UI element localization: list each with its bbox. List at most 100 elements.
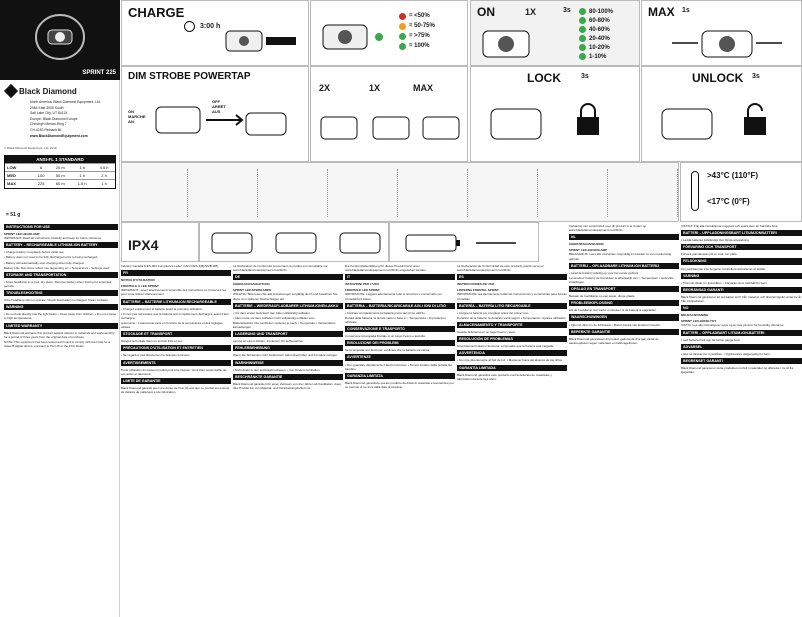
section-bar: BEPERKTE GARANTIE	[569, 328, 679, 335]
brightness-level-text: 80-100%	[589, 8, 614, 15]
section-bar: TROUBLESHOOTING	[4, 290, 118, 297]
strip-step	[338, 169, 398, 217]
brightness-level-row: 1-10%	[579, 52, 613, 61]
max-panel: MAX 1s	[641, 0, 802, 66]
temp-high: >43°C (110°F)	[707, 171, 759, 180]
temperature-panel: >43°C (110°F) <17°C (0°F)	[680, 162, 802, 222]
brightness-levels: 80-100%60-80%40-60%20-40%10-20%1-10%	[579, 7, 613, 61]
paragraph: • Akku muss vor dem Aufladen nicht volls…	[233, 315, 316, 320]
brightness-level-row: 80-100%	[579, 7, 613, 16]
charge-time: 3:00 h	[200, 23, 221, 30]
paragraph: Förvara pannlampan på en sval, torr plat…	[681, 252, 738, 257]
unlock-headlamp-icon	[661, 103, 766, 140]
section-heading: NOTICE D'UTILISATION	[121, 278, 155, 283]
level-led-icon	[579, 17, 586, 24]
section-bar: BATERÍA – BATERÍA LITIO RECARGABLE	[457, 302, 567, 309]
section-heading: FRONTALE LED SPRINT	[345, 288, 380, 293]
paragraph: • Charge battery completely before initi…	[4, 250, 65, 255]
paragraph: Die Konformitätserklärung für dieses Pro…	[345, 264, 427, 273]
address-block: North America: Black Diamond Equipment, …	[30, 100, 116, 139]
section-bar: FEHLERBEHEBUNG	[233, 345, 343, 352]
section-bar: BATTERIA – BATTERIA RICARICABILE AGLI IO…	[345, 302, 455, 309]
caption-line: OFF	[212, 99, 220, 104]
section-bar: LIMITE DE GARANTIE	[121, 377, 231, 384]
level-led-icon	[579, 26, 586, 33]
ansi-cell-time: 4.5 h	[93, 163, 115, 172]
paragraph: If the headlamp will not operate: Check …	[4, 298, 109, 303]
address-line: Europe: Black Diamond Europe	[30, 116, 78, 121]
battery-level-text: = <50%	[409, 13, 430, 19]
paragraph: • Ikke se direkte inn i lysstrålen. • Op…	[681, 351, 771, 356]
brand-logo: Black Diamond	[3, 83, 77, 99]
charging-headlamp-icon	[225, 30, 296, 52]
battery-level-list: = <50%= 50-75%= >75%= 100%	[399, 11, 435, 51]
battery-level-row: = >75%	[399, 31, 435, 41]
battery-level-row: = 50-75%	[399, 21, 435, 31]
section-bar: STORAGE AND TRANSPORTATION	[4, 271, 118, 278]
paragraph: Wenn die Stirnlampe nicht funktioniert: …	[233, 353, 338, 358]
section-bar: IT	[345, 274, 455, 281]
section-bar: BATTERIE – WIEDERAUFLADBARER LITHIUM-ION…	[233, 302, 343, 309]
section-bar: BESCHRÄNKTE GARANTIE	[233, 373, 343, 380]
paragraph: Rangez la frontale dans un endroit frais…	[121, 339, 184, 344]
hold-time: 3s	[563, 7, 571, 14]
paragraph: • Nicht direkt in den Lichtstrahl schaue…	[233, 367, 321, 372]
paragraph: Black Diamond warrants this product agai…	[4, 330, 115, 339]
max-headlamp-icon	[672, 30, 782, 58]
paragraph: Om pannlampan inte fungerar: kontrollera…	[681, 266, 766, 271]
paragraph: • Do not look directly into the light be…	[4, 312, 117, 321]
paragraph: WICHTIG: Bitte lesen Sie alle Anweisunge…	[233, 292, 338, 301]
section-bar: GARANTÍA LIMITADA	[457, 364, 567, 371]
paragraph: Black Diamond garanterer dette produktet…	[681, 365, 794, 375]
paragraph: Black Diamond garantisce questo prodotto…	[345, 380, 454, 389]
strip-step	[268, 169, 328, 217]
section-bar: VARNING	[681, 272, 802, 279]
paragraph: NOTE: This equipment has been tested and…	[4, 339, 111, 348]
section-bar: AVVERTENZE	[345, 354, 455, 361]
ansi-cell-time: 2 h	[93, 171, 115, 180]
paragraph: • Ladda batteriet fullständigt före förs…	[681, 238, 750, 243]
paragraph: IMPORTANT : Lisez attentivement l'ensemb…	[121, 288, 227, 297]
unlock-panel: UNLOCK 3s	[641, 66, 802, 162]
paragraph: • Lad batteriet helt opp før første gang…	[681, 337, 741, 342]
paragraph: • Caricare completamente la batteria pri…	[345, 310, 426, 315]
dim-strobe-label: DIM STROBE POWERTAP	[128, 71, 251, 82]
brand-name: Black Diamond	[19, 86, 77, 96]
section-bar: CONSERVAZIONE E TRASPORTO	[345, 326, 455, 333]
section-bar: FR	[121, 270, 231, 277]
paragraph: • Ne regardez pas directement le faiscea…	[121, 353, 191, 358]
sequence-headlamp-icon	[320, 116, 460, 140]
paragraph: Black Diamond garanterar att produkten ä…	[681, 294, 802, 304]
ansi-cell-mode: MED	[5, 171, 33, 180]
paragraph: VIKTIGT: Följ alla instruktioner noggran…	[681, 224, 779, 228]
paragraph: Autonomie : L'autonomie varie en fonctio…	[121, 320, 223, 330]
section-bar: PRÉCAUTIONS D'UTILISATION ET ENTRETIEN	[121, 345, 231, 352]
level-led-icon	[579, 8, 586, 15]
section-bar: WARNING	[4, 304, 118, 311]
battery-panel: = <50%= 50-75%= >75%= 100%	[310, 0, 468, 66]
section-bar: WARNHINWEISE	[233, 359, 343, 366]
clock-icon	[184, 21, 195, 32]
section-heading: SPRINT LED-STIRNLAMPE	[233, 288, 272, 293]
paragraph: • Il n'est pas nécessaire que la batteri…	[121, 311, 229, 320]
paragraph: VIKTIG: Les alle instruksjoner nøye og t…	[681, 323, 785, 328]
section-bar: STOCKAGE ET TRANSPORT	[121, 331, 231, 338]
section-heading: SPRINT LED HEADLAMP	[4, 232, 40, 237]
off-caption: OFF ARRÊT AUS	[212, 99, 226, 114]
product-name: SPRINT 225	[82, 70, 116, 76]
battery-led-icon	[399, 32, 406, 40]
paragraph: La Déclaration de Conformité concernant …	[233, 264, 328, 273]
paragraph: • No mire directamente al haz de luz. • …	[457, 358, 563, 363]
paragraph: Industry Canada ICES-003 Compliance Labe…	[121, 264, 219, 268]
strip-step	[618, 169, 678, 217]
caption-line: ARRÊT	[212, 104, 226, 109]
section-bar: INSTRUCTIONS FOR USE	[4, 224, 118, 231]
ansi-cell-mode: MAX	[5, 179, 33, 188]
website-link[interactable]: www.BlackDiamondEquipment.com	[30, 133, 88, 138]
section-heading: INSTRUCCIONES DE USO	[457, 282, 495, 287]
paragraph: Se la lampada non funziona: verificare c…	[345, 348, 431, 353]
section-heading: LINTERNA FRONTAL SPRINT	[457, 288, 499, 293]
section-bar: NL	[569, 234, 679, 241]
max-label: MAX	[648, 5, 675, 19]
